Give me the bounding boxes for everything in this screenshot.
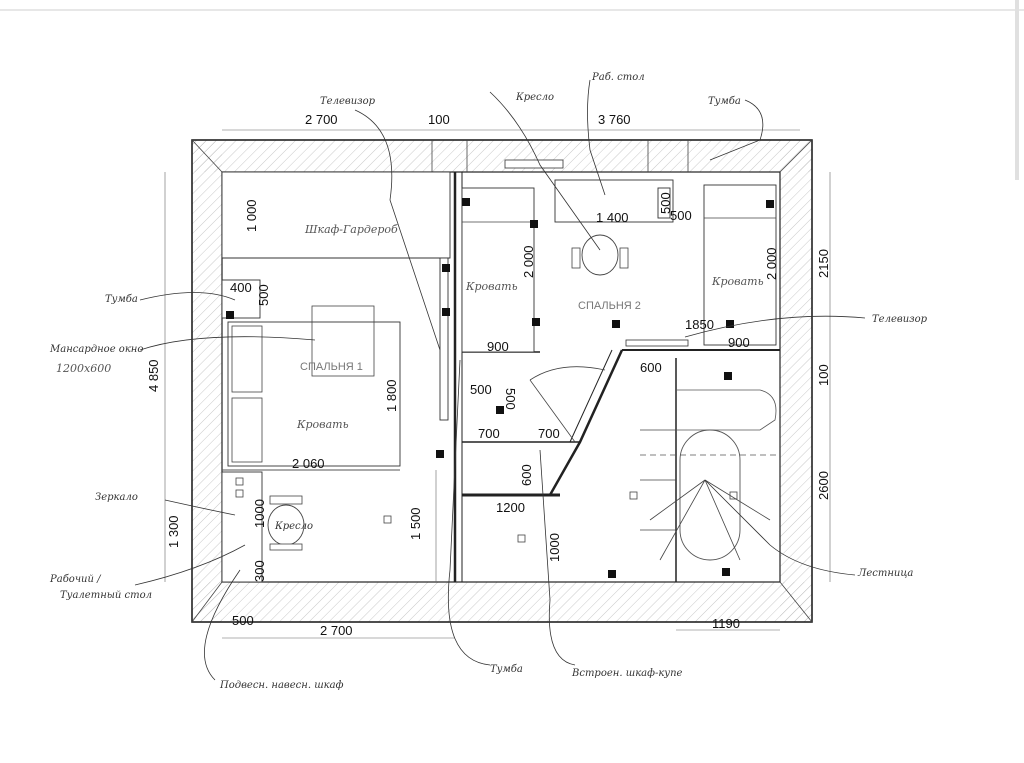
bed3-label: Кровать — [711, 275, 764, 288]
dim-left-1: 4 850 — [146, 359, 161, 392]
ann-nightstand-b: Тумба — [490, 664, 523, 675]
ann-nightstand-tr: Тумба — [708, 96, 741, 107]
dim-wardrobe: 1 000 — [244, 199, 259, 232]
dim-right-2: 100 — [816, 364, 831, 386]
ann-window: Мансардное окно — [49, 344, 143, 355]
dim-600a: 600 — [519, 464, 534, 486]
ann-work-desk: Раб. стол — [591, 72, 645, 83]
ann-window-size: 1200х600 — [56, 362, 111, 375]
dim-nightstand-w: 400 — [230, 280, 252, 295]
dim-700b: 700 — [538, 426, 560, 441]
dim-500b: 500 — [670, 208, 692, 223]
dim-1200: 1200 — [496, 500, 525, 515]
dim-900b: 900 — [728, 335, 750, 350]
dim-bed1-len: 1 800 — [384, 379, 399, 412]
dim-bottom-3: 1190 — [712, 616, 740, 631]
dimension-lines — [164, 129, 831, 639]
dim-left-2: 1 300 — [166, 515, 181, 548]
ann-hanging-cabinet: Подвесн. навесн. шкаф — [219, 680, 344, 691]
desk-area: Кресло — [221, 471, 392, 583]
ann-builtin-wardrobe: Встроен. шкаф-купе — [571, 668, 683, 679]
partitions — [222, 140, 780, 582]
outer-walls — [191, 139, 813, 623]
ann-tv1: Телевизор — [320, 96, 376, 107]
ann-dressing-table: Туалетный стол — [60, 590, 152, 601]
annotations: Телевизор Кресло Раб. стол Тумба Тумба М… — [49, 72, 928, 691]
ann-tv2: Телевизор — [872, 314, 928, 325]
dim-bed2-len: 2 000 — [521, 245, 536, 278]
bed2-label: Кровать — [465, 280, 518, 293]
dim-500c: 500 — [470, 382, 492, 397]
dim-bottom-2: 2 700 — [320, 623, 353, 638]
dim-700a: 700 — [478, 426, 500, 441]
dim-600b: 600 — [640, 360, 662, 375]
dim-top-2: 100 — [428, 112, 450, 127]
dim-nightstand-d: 500 — [256, 284, 271, 306]
bedroom1-label: СПАЛЬНЯ 1 — [300, 361, 363, 373]
wardrobe: Шкаф-Гардероб — [221, 171, 451, 259]
ann-work-desk2: Рабочий / — [49, 574, 102, 585]
leader-lines — [134, 79, 866, 681]
dim-bottom-1: 500 — [232, 613, 254, 628]
dim-right-1: 2150 — [816, 249, 831, 278]
dim-bed3-len: 2 000 — [764, 247, 779, 280]
dim-right-3: 2600 — [816, 471, 831, 500]
bedroom2-label: СПАЛЬНЯ 2 — [578, 300, 641, 312]
ann-chair2: Кресло — [515, 92, 554, 103]
dim-desk2-w: 1 400 — [596, 210, 629, 225]
dimension-labels: 2 700 100 3 760 500 2 700 1190 4 850 1 3… — [146, 112, 831, 638]
dim-900a: 900 — [487, 339, 509, 354]
dim-1850: 1850 — [685, 317, 714, 332]
dim-desk-w: 1000 — [252, 499, 267, 528]
bedroom-2: Кровать СПАЛЬНЯ 2 Кровать — [461, 179, 777, 353]
ann-stairs: Лестница — [857, 568, 913, 579]
tv-panel — [439, 257, 449, 421]
bed1-label: Кровать — [296, 418, 349, 431]
dim-top-1: 2 700 — [305, 112, 338, 127]
light-fixtures — [226, 198, 774, 578]
dim-500a: 500 — [658, 192, 673, 214]
dim-1500: 1 500 — [408, 507, 423, 540]
dim-bed1-w: 2 060 — [292, 456, 325, 471]
ann-nightstand-l: Тумба — [105, 294, 138, 305]
dim-500d: 500 — [503, 388, 518, 410]
chair1-label: Кресло — [274, 521, 313, 532]
dim-top-3: 3 760 — [598, 112, 631, 127]
dim-desk-d: 300 — [252, 560, 267, 582]
wardrobe-label: Шкаф-Гардероб — [304, 223, 398, 236]
dim-1000: 1000 — [547, 533, 562, 562]
bedroom-1: СПАЛЬНЯ 1 Кровать — [221, 279, 401, 467]
door-swing — [529, 366, 606, 381]
staircase — [517, 389, 780, 561]
ann-mirror: Зеркало — [95, 492, 138, 503]
